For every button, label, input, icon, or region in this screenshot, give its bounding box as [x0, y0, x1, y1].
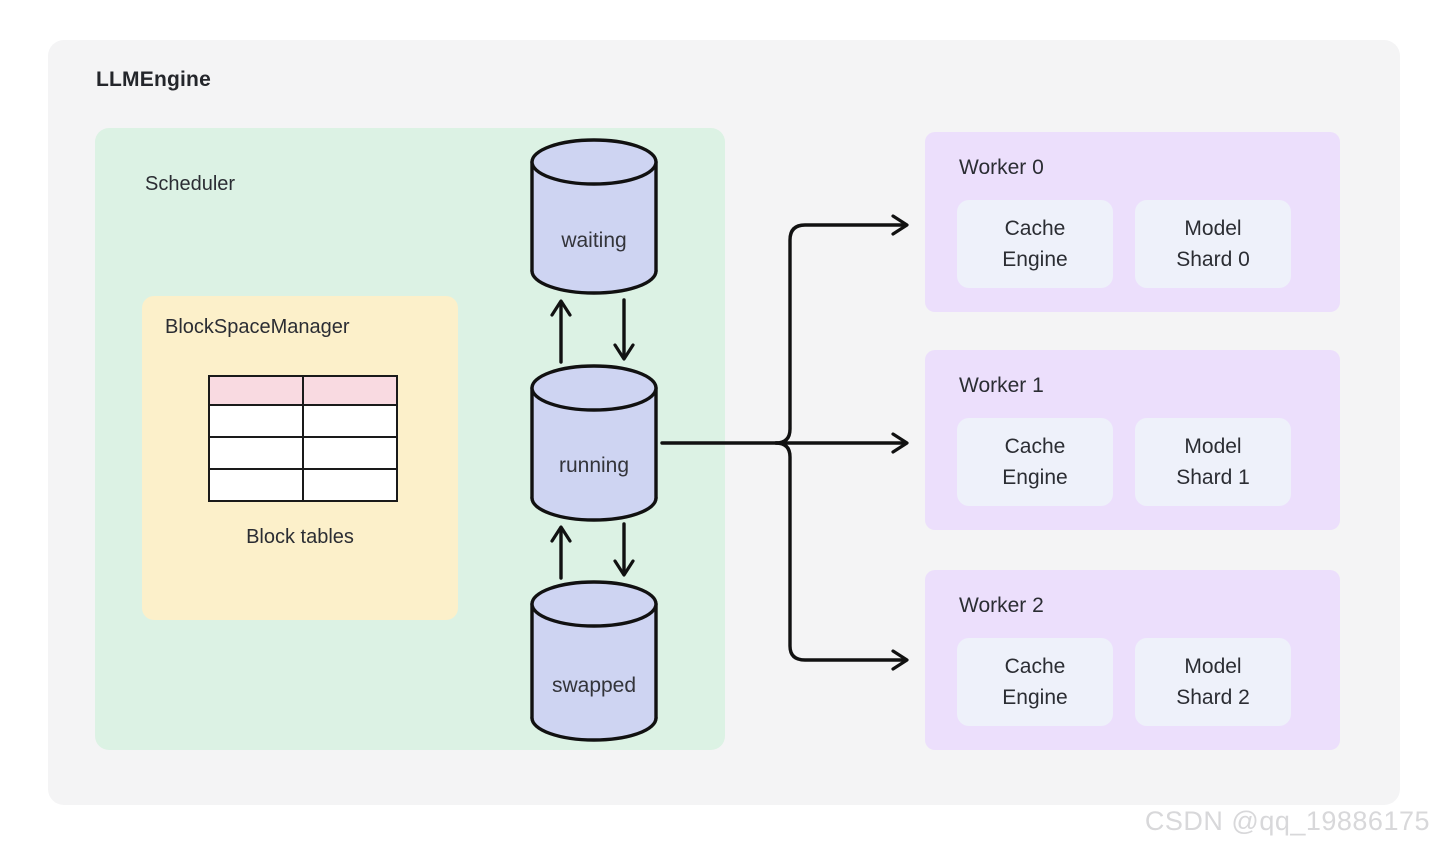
queue-label-swapped: swapped [551, 674, 637, 697]
queue-label-waiting: waiting [561, 229, 627, 252]
block-space-manager-label: BlockSpaceManager [165, 316, 350, 338]
block-table-cell [302, 468, 398, 502]
block-table-cell [302, 404, 398, 438]
engine-title: LLMEngine [96, 68, 211, 91]
worker-2-label: Worker 2 [959, 594, 1044, 617]
block-table-row [208, 468, 398, 502]
block-table-caption: Block tables [246, 526, 354, 548]
block-table-row [208, 436, 398, 470]
worker-2-container: Worker 2 Cache Engine Model Shard 2 [925, 570, 1340, 750]
block-table [208, 375, 398, 502]
block-table-header-cell [302, 375, 398, 406]
block-table-cell [302, 436, 398, 470]
block-table-row [208, 404, 398, 438]
worker-0-container: Worker 0 Cache Engine Model Shard 0 [925, 132, 1340, 312]
worker-0-model-shard: Model Shard 0 [1135, 200, 1291, 288]
block-table-cell [208, 468, 304, 502]
csdn-watermark: CSDN @qq_19886175 [1144, 806, 1430, 836]
worker-2-model-shard: Model Shard 2 [1135, 638, 1291, 726]
worker-1-container: Worker 1 Cache Engine Model Shard 1 [925, 350, 1340, 530]
scheduler-label: Scheduler [145, 173, 236, 195]
block-table-cell [208, 404, 304, 438]
worker-1-model-shard: Model Shard 1 [1135, 418, 1291, 506]
worker-1-cache-engine: Cache Engine [957, 418, 1113, 506]
worker-0-cache-engine: Cache Engine [957, 200, 1113, 288]
block-table-header-row [208, 375, 398, 406]
worker-2-cache-engine: Cache Engine [957, 638, 1113, 726]
queue-label-running: running [558, 454, 630, 477]
block-table-header-cell [208, 375, 304, 406]
block-table-cell [208, 436, 304, 470]
worker-0-label: Worker 0 [959, 156, 1044, 179]
worker-1-label: Worker 1 [959, 374, 1044, 397]
